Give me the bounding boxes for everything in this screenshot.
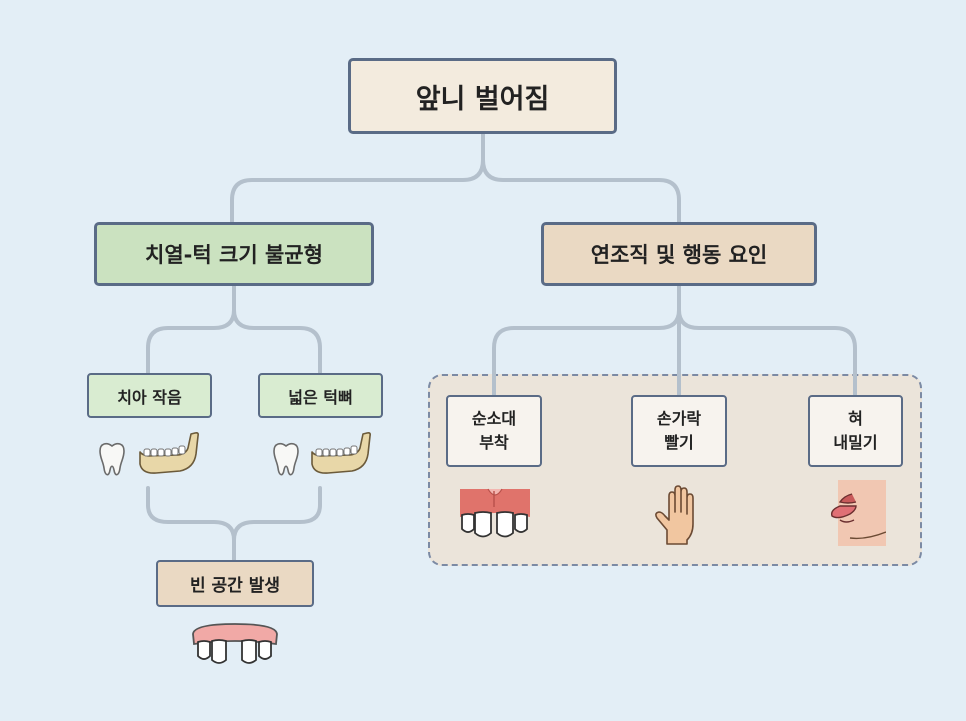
connector-root-right <box>481 158 681 224</box>
connector-left-b <box>232 308 322 375</box>
category-node-size-imbalance: 치열-턱 크기 불균형 <box>94 222 374 286</box>
connector-right-c <box>677 308 857 397</box>
connector-root <box>230 132 485 224</box>
connector-merge-b <box>232 486 322 542</box>
result-node: 빈 공간 발생 <box>156 560 314 607</box>
jaw-icon <box>311 432 371 474</box>
jaw-icon <box>139 432 199 474</box>
result-label: 빈 공간 발생 <box>189 576 281 596</box>
frenum-teeth-icon <box>460 488 530 538</box>
root-node: 앞니 벌어짐 <box>348 58 617 134</box>
gapped-teeth-icon <box>192 623 278 664</box>
category-node-soft-tissue: 연조직 및 행동 요인 <box>541 222 817 286</box>
leaf-node-tongue-thrust: 혀 내밀기 <box>808 395 903 467</box>
leaf-label: 넓은 턱뼈 <box>288 387 353 407</box>
leaf-node-frenum: 순소대 부착 <box>446 395 542 467</box>
leaf-label: 치아 작음 <box>117 387 182 407</box>
leaf-node-wide-jaw: 넓은 턱뼈 <box>258 373 383 418</box>
leaf-label-line: 손가락 <box>656 409 702 428</box>
leaf-label-line: 내밀기 <box>833 433 878 452</box>
leaf-node-small-teeth: 치아 작음 <box>87 373 212 418</box>
category-label: 치열-턱 크기 불균형 <box>145 243 323 267</box>
root-label: 앞니 벌어짐 <box>415 83 550 115</box>
tooth-icon <box>99 442 125 476</box>
leaf-label-line: 부착 <box>479 433 509 452</box>
category-label: 연조직 및 행동 요인 <box>590 243 768 267</box>
hand-icon <box>655 485 694 545</box>
tooth-icon <box>273 442 299 476</box>
leaf-node-finger-sucking: 손가락 빨기 <box>631 395 727 467</box>
leaf-label-line: 순소대 <box>471 409 517 428</box>
leaf-label-line: 혀 <box>848 409 863 428</box>
leaf-label-line: 빨기 <box>664 433 694 452</box>
tongue-icon <box>830 480 886 546</box>
